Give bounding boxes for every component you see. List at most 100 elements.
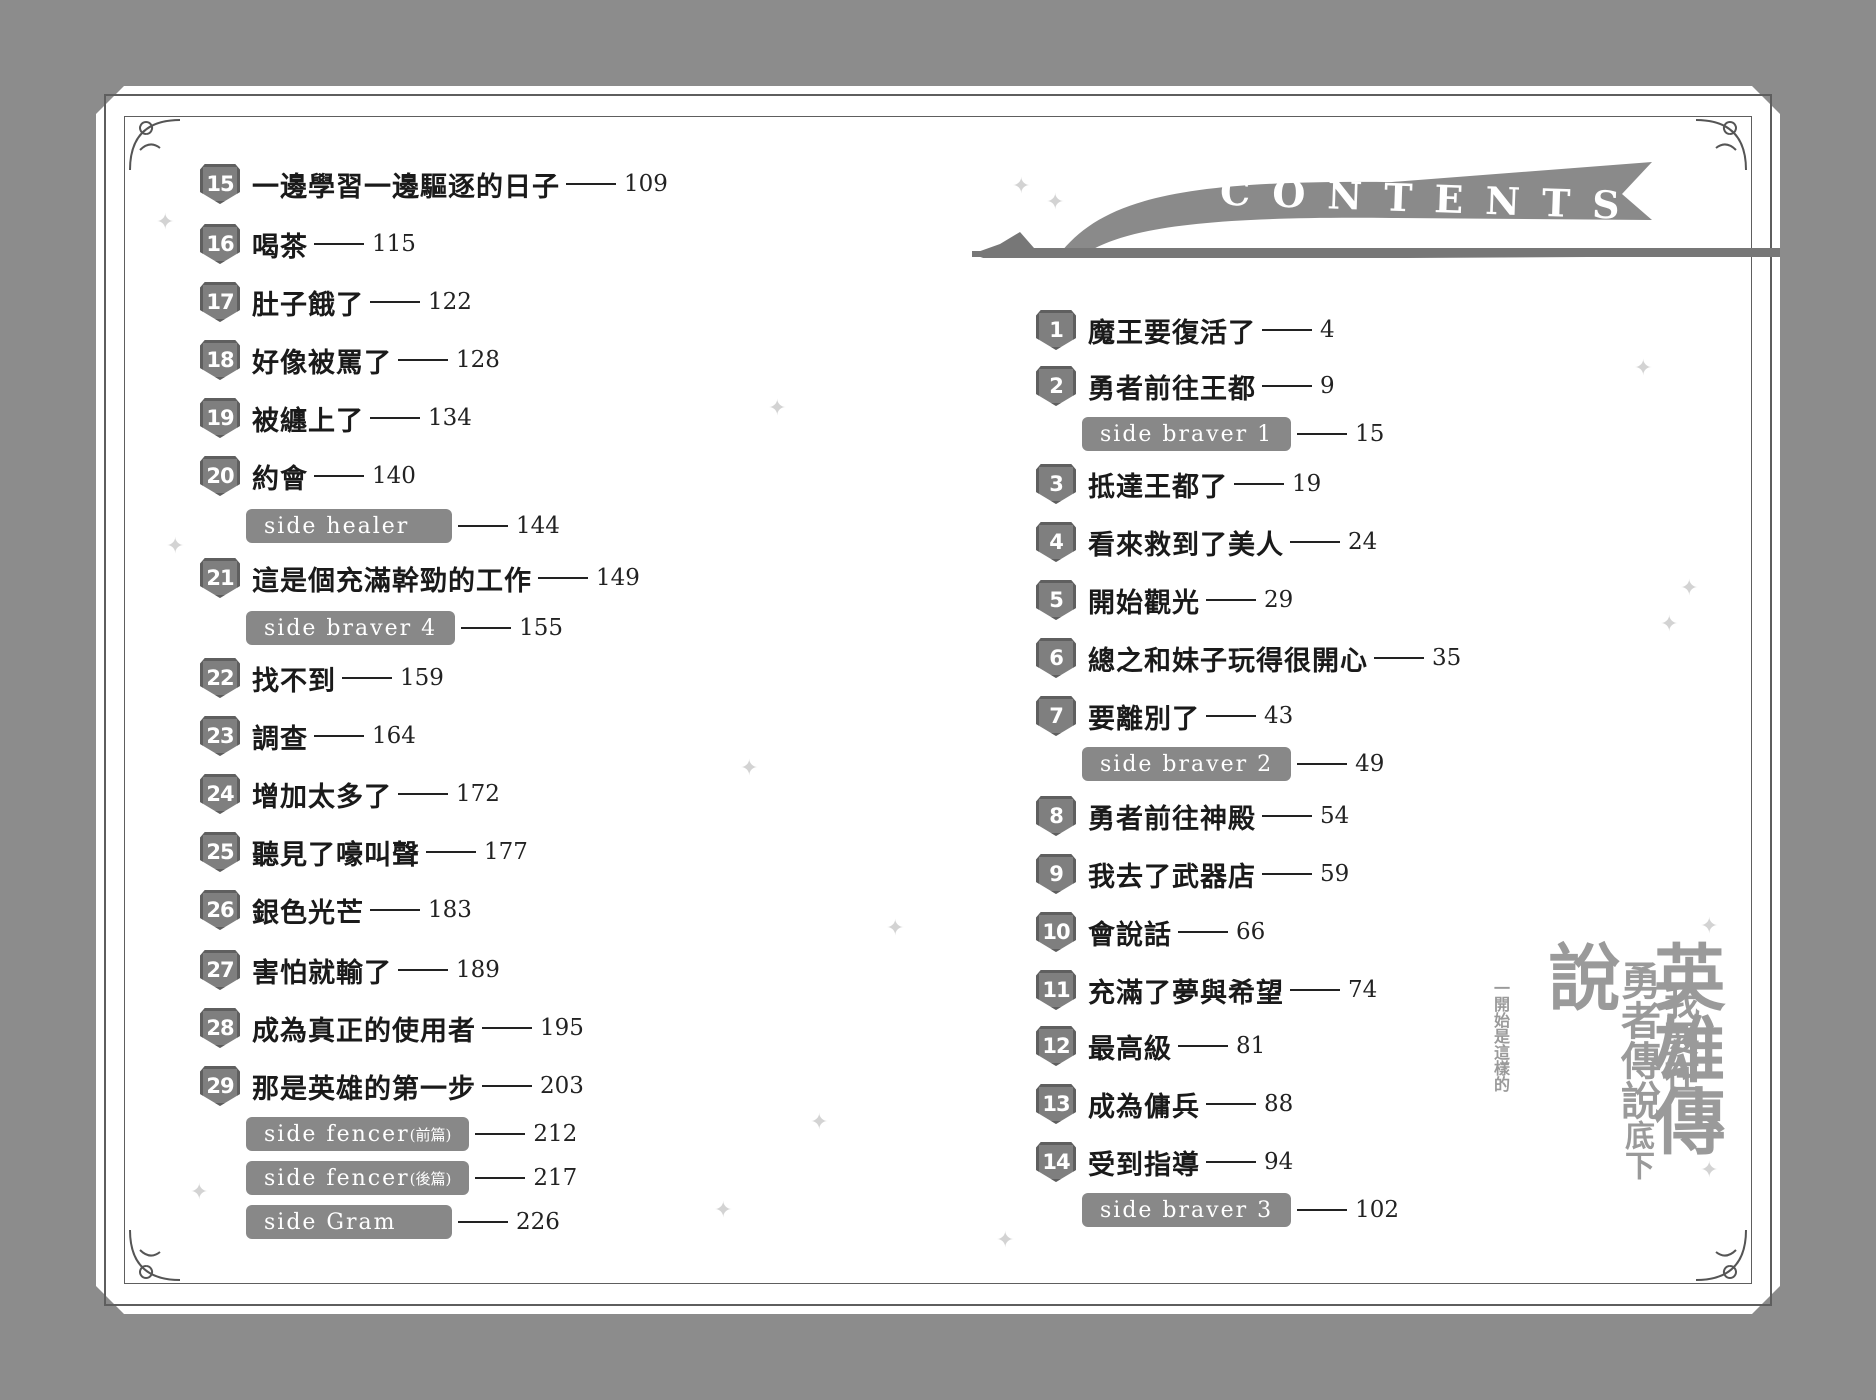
page-number: 140 xyxy=(372,463,416,489)
leader-dash xyxy=(1206,1103,1256,1105)
contents-banner-ribbon-icon xyxy=(972,162,1780,258)
chapter-title: 開始觀光 xyxy=(1088,587,1200,619)
chapter-title: 充滿了夢與希望 xyxy=(1088,977,1284,1009)
leader-dash xyxy=(566,183,616,185)
leader-dash xyxy=(398,359,448,361)
chapter-number-badge: 18 xyxy=(200,340,240,380)
chapter-title: 會說話 xyxy=(1088,919,1172,951)
leader-dash xyxy=(1262,329,1312,331)
chapter-number-badge: 26 xyxy=(200,890,240,930)
chapter-number-badge: 13 xyxy=(1036,1084,1076,1124)
chapter-number-badge: 6 xyxy=(1036,638,1076,678)
sparkle-icon: ✦ xyxy=(810,1110,829,1135)
leader-dash xyxy=(458,525,508,527)
sparkle-icon: ✦ xyxy=(1012,174,1031,199)
sparkle-icon: ✦ xyxy=(768,396,787,421)
logo-line: 底下 xyxy=(1619,1120,1654,1180)
leader-dash xyxy=(1262,873,1312,875)
page-number: 172 xyxy=(456,781,500,807)
chapter-title: 喝茶 xyxy=(252,231,308,263)
leader-dash xyxy=(458,1221,508,1223)
side-story-label: side fencer(後篇) xyxy=(246,1161,470,1195)
chapter-title: 我去了武器店 xyxy=(1088,861,1256,893)
page-number: 4 xyxy=(1320,317,1335,343)
chapter-number-badge: 20 xyxy=(200,456,240,496)
side-story-title: side braver 3 xyxy=(1100,1197,1274,1223)
leader-dash xyxy=(1374,657,1424,659)
sparkle-icon: ✦ xyxy=(166,534,185,559)
page-number: 74 xyxy=(1348,977,1378,1003)
page-number: 109 xyxy=(624,171,668,197)
leader-dash xyxy=(370,909,420,911)
toc-side-entry[interactable]: side fencer(前篇)212 xyxy=(200,1110,577,1158)
side-story-title: side braver 1 xyxy=(1100,421,1274,447)
page-number: 195 xyxy=(540,1015,584,1041)
page-number: 155 xyxy=(519,615,563,641)
chapter-number-badge: 4 xyxy=(1036,522,1076,562)
chapter-title: 增加太多了 xyxy=(252,781,392,813)
chapter-title: 害怕就輸了 xyxy=(252,957,392,989)
leader-dash xyxy=(475,1133,526,1135)
leader-dash xyxy=(1206,1161,1256,1163)
leader-dash xyxy=(1234,483,1284,485)
chapter-title: 被纏上了 xyxy=(252,405,364,437)
chapter-number-badge: 29 xyxy=(200,1066,240,1106)
chapter-title: 成為傭兵 xyxy=(1088,1091,1200,1123)
chapter-number-badge: 17 xyxy=(200,282,240,322)
chapter-title: 調查 xyxy=(252,723,308,755)
chapter-title: 約會 xyxy=(252,463,308,495)
chapter-title: 勇者前往神殿 xyxy=(1088,803,1256,835)
page-number: 144 xyxy=(516,513,560,539)
chapter-number-badge: 22 xyxy=(200,658,240,698)
chapter-title: 銀色光芒 xyxy=(252,897,364,929)
sparkle-icon: ✦ xyxy=(1660,612,1679,637)
chapter-title: 找不到 xyxy=(252,665,336,697)
page-frame-outer xyxy=(104,94,1772,1306)
page-number: 54 xyxy=(1320,803,1350,829)
sparkle-icon: ✦ xyxy=(1680,576,1699,601)
chapter-number-badge: 25 xyxy=(200,832,240,872)
sparkle-icon: ✦ xyxy=(1046,190,1065,215)
side-story-suffix: (後篇) xyxy=(409,1169,452,1188)
chapter-title: 勇者前往王都 xyxy=(1088,373,1256,405)
toc-chapter-entry[interactable]: 20 約會 140 xyxy=(200,452,416,500)
toc-side-entry[interactable]: side fencer(後篇)217 xyxy=(200,1154,577,1202)
leader-dash xyxy=(482,1085,532,1087)
side-story-title: side fencer xyxy=(264,1121,410,1147)
side-story-label: side braver 2 xyxy=(1082,747,1292,781)
